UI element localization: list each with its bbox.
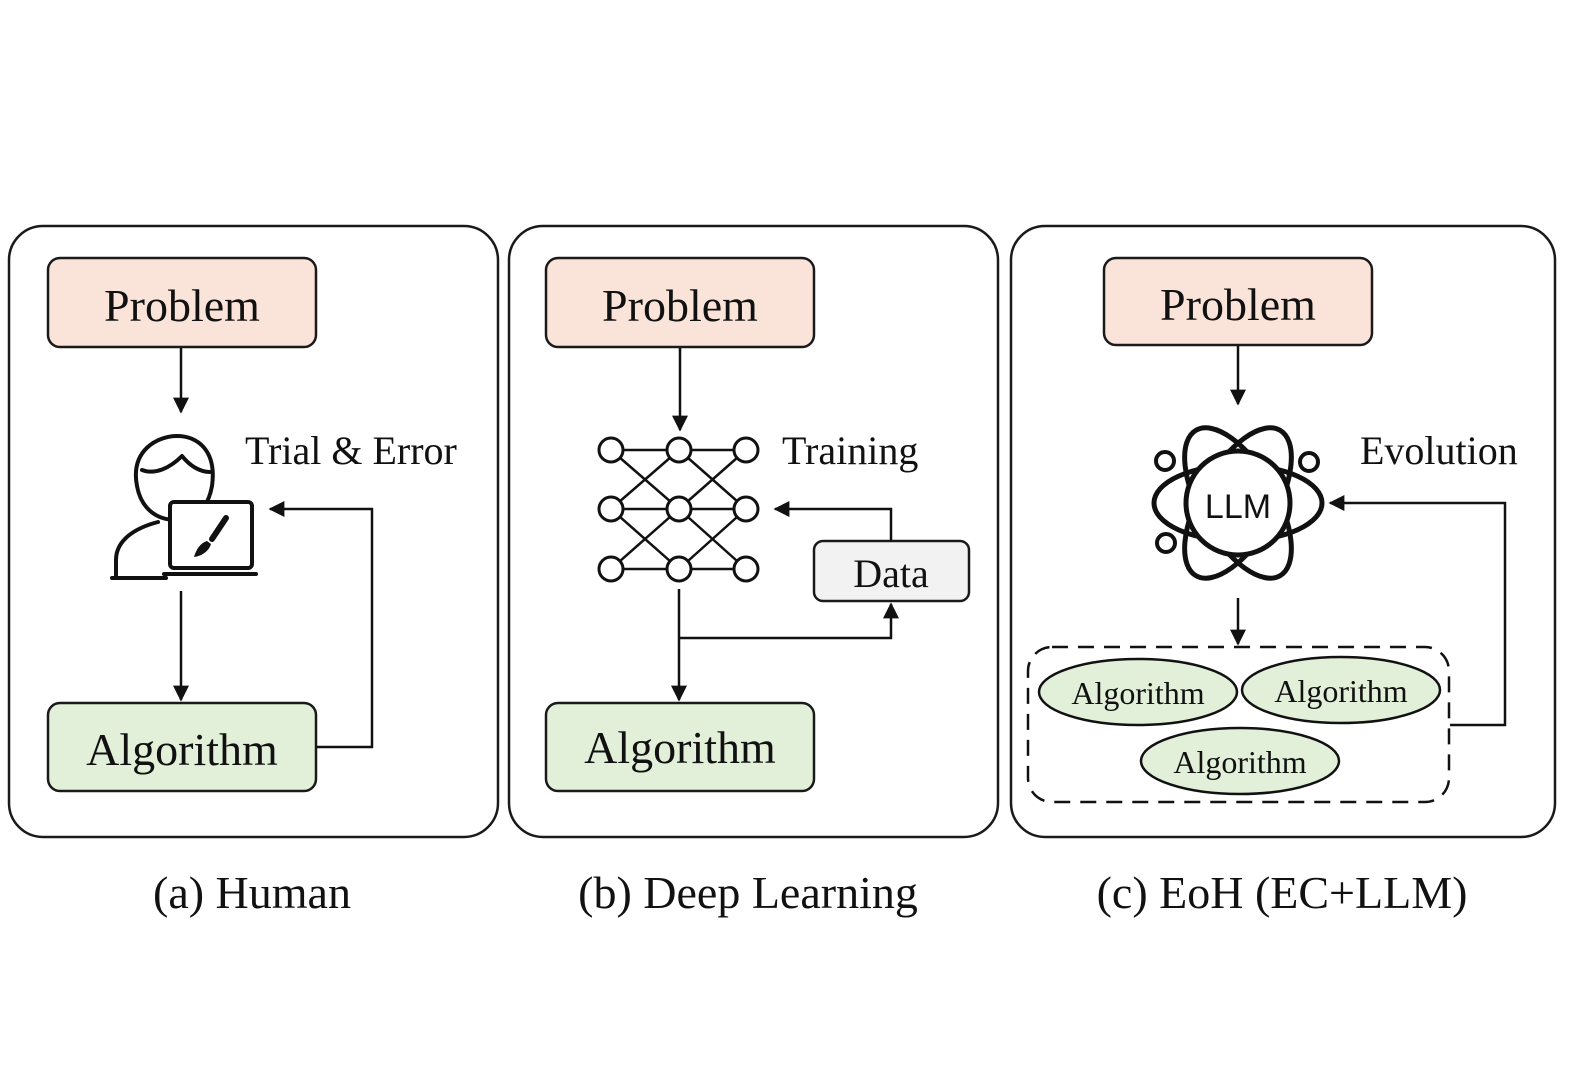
- llm-label: LLM: [1205, 488, 1271, 526]
- problem-box: [46, 256, 318, 349]
- population-algorithm-3: Algorithm: [1139, 726, 1341, 796]
- population-box: [1026, 645, 1451, 804]
- arrow-data-to-network: [773, 501, 893, 541]
- evolution-feedback-arrow: [1328, 495, 1507, 727]
- algorithm-label: Algorithm: [1274, 673, 1407, 709]
- panel-eoh: Problem LLM Evolution Algorithm Algorith…: [1009, 224, 1557, 918]
- population-algorithm-1: Algorithm: [1037, 657, 1239, 727]
- algorithm-box: [544, 701, 816, 793]
- algorithm-label: Algorithm: [86, 724, 278, 775]
- atom-icon: [1151, 425, 1325, 581]
- panel-human: Problem Trial & Error Algorithm (a) Huma…: [7, 224, 500, 918]
- process-label: Training: [782, 428, 918, 473]
- problem-box: [544, 256, 816, 349]
- problem-box: [1102, 256, 1374, 347]
- panel-frame: [507, 224, 1000, 839]
- problem-label: Problem: [1160, 279, 1316, 330]
- algorithm-box: [46, 701, 318, 793]
- caption-b: (b) Deep Learning: [578, 867, 918, 918]
- problem-label: Problem: [602, 280, 758, 331]
- neural-network-icon: [597, 436, 760, 583]
- algorithm-label: Algorithm: [1071, 675, 1204, 711]
- data-label: Data: [853, 551, 929, 596]
- person-laptop-icon: [110, 434, 258, 580]
- process-label: Trial & Error: [245, 428, 457, 473]
- panel-deep-learning: Problem: [507, 224, 1000, 918]
- caption-a: (a) Human: [153, 867, 351, 918]
- algorithm-label: Algorithm: [584, 722, 776, 773]
- feedback-arrow: [268, 501, 374, 749]
- caption-c: (c) EoH (EC+LLM): [1097, 867, 1468, 918]
- arrow-to-data: [679, 602, 899, 640]
- algorithm-label: Algorithm: [1173, 744, 1306, 780]
- population-algorithm-2: Algorithm: [1240, 655, 1442, 725]
- process-label: Evolution: [1360, 428, 1518, 473]
- problem-label: Problem: [104, 280, 260, 331]
